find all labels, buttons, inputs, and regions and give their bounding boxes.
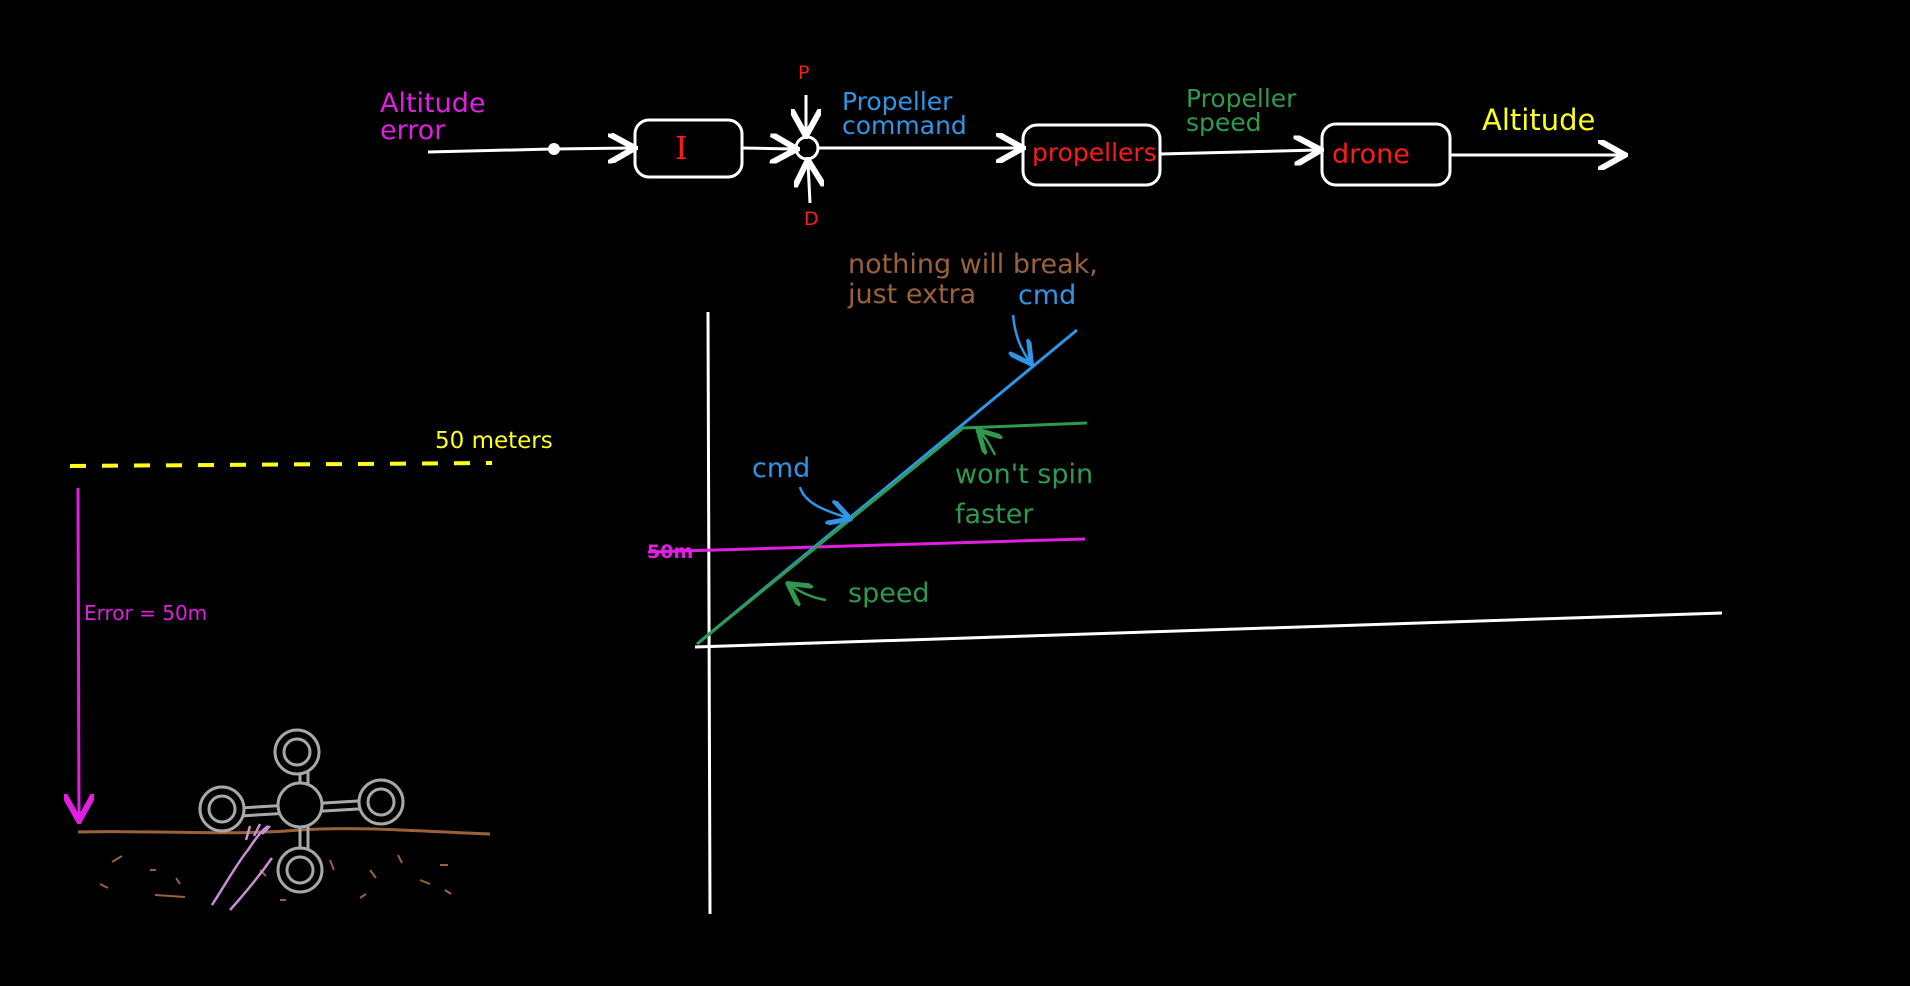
p-label: P <box>798 62 810 84</box>
saturation-graph <box>647 311 1723 915</box>
speed-line <box>696 421 1088 646</box>
speed-pointer-arrow <box>790 585 827 600</box>
summing-junction <box>794 135 820 161</box>
rotor-left <box>198 785 246 833</box>
input-line <box>427 147 554 154</box>
rotor-right <box>357 778 405 826</box>
annotation-cmd-label: cmd <box>1018 280 1077 311</box>
speed-label: speed <box>848 578 930 609</box>
nothing-will-break-annotation: nothing will break, just extra <box>848 249 1098 310</box>
target-altitude-dashed-line <box>69 461 493 468</box>
i-to-sum-arrow <box>741 148 794 149</box>
drone-sketch <box>198 728 405 894</box>
hand-sketch <box>210 823 274 911</box>
error-arrow <box>78 487 79 818</box>
rotor-bottom <box>276 846 324 894</box>
cmd-pointer-arrow <box>798 486 848 518</box>
block-diagram <box>427 95 1622 204</box>
cmd-label: cmd <box>752 453 811 484</box>
x-axis <box>694 611 1723 649</box>
integral-block-label: I <box>675 129 688 167</box>
dot-to-i-arrow <box>553 148 632 149</box>
ground-line <box>77 827 491 836</box>
error-50m-label: Error = 50m <box>84 601 208 625</box>
propeller-speed-label: Propeller speed <box>1186 84 1297 137</box>
rotor-top <box>273 728 321 776</box>
propeller-command-label: Propeller command <box>842 87 967 140</box>
propellers-block-label: propellers <box>1032 138 1157 167</box>
propellers-to-drone-arrow <box>1159 150 1318 154</box>
integral-block <box>633 118 744 179</box>
d-label: D <box>804 208 819 230</box>
target-50-meters-label: 50 meters <box>435 428 553 454</box>
y-tick-50m-label: 50m <box>647 541 694 563</box>
drone-scene <box>69 461 493 911</box>
drone-block-label: drone <box>1332 139 1410 170</box>
altitude-output-label: Altitude <box>1482 103 1596 137</box>
target-level-line <box>647 537 1086 554</box>
wont-spin-pointer-arrow <box>980 432 995 456</box>
wont-spin-faster-label: won't spin faster <box>955 459 1094 530</box>
y-axis <box>706 311 712 915</box>
top-cmd-pointer-arrow <box>1013 314 1030 362</box>
ground-debris <box>99 854 452 901</box>
altitude-error-label: Altitude error <box>380 88 486 146</box>
d-arrow <box>808 163 810 204</box>
propellers-block <box>1021 123 1162 187</box>
